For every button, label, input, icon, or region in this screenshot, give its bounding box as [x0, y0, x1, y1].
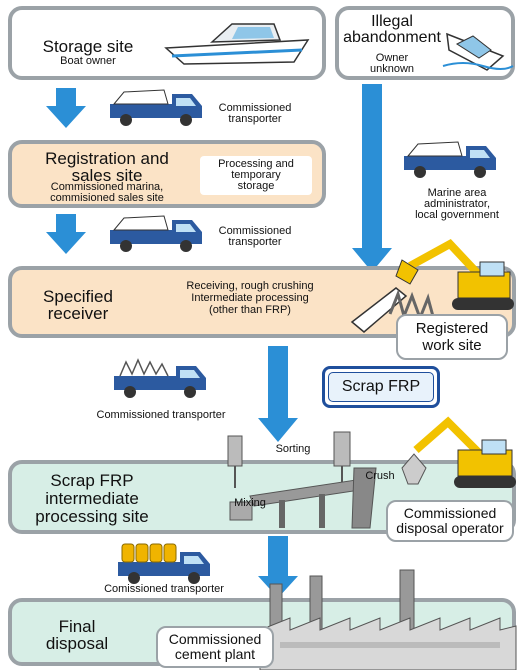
receiver-title: Specified receiver	[43, 287, 113, 323]
excavator-icon-2	[401, 416, 516, 488]
abandoned-boat-icon	[442, 32, 514, 71]
boat-icon	[164, 23, 310, 65]
intermediate-title: Scrap FRP intermediate processing site	[35, 471, 149, 526]
processing-storage-note: Processing and temporary storage	[200, 156, 312, 195]
transporter-label-2: Commissioned transporter	[218, 225, 292, 248]
registration-sales-box: Registration and sales site Commissioned…	[8, 140, 326, 208]
truck-icon-2	[110, 215, 202, 252]
storage-site-title: Storage site	[42, 37, 134, 56]
scrap-frp-label: Scrap FRP	[328, 372, 434, 402]
flow-arrow-3	[258, 346, 298, 442]
processing-machinery-icon	[227, 431, 377, 529]
cement-plant-icon	[259, 569, 517, 670]
registration-title: Registration and sales site	[45, 149, 169, 185]
flow-arrow-4	[258, 536, 298, 598]
truck-icon-4	[118, 543, 210, 584]
admin-label: Marine area administrator, local governm…	[415, 187, 499, 221]
excavator-icon-1	[350, 238, 514, 333]
illegal-abandonment-subtitle: Owner unknown	[369, 52, 415, 75]
registered-work-site-badge: Registered work site	[396, 314, 508, 360]
transporter-label-1: Commissioned transporter	[218, 102, 292, 125]
illegal-abandonment-box: Illegal abandonment Owner unknown	[335, 6, 515, 80]
final-disposal-title: Final disposal	[45, 617, 109, 653]
storage-site-subtitle: Boat owner	[60, 55, 116, 67]
cement-plant-badge: Commissioned cement plant	[156, 626, 274, 668]
mixing-label: Mixing	[234, 497, 266, 509]
registration-subtitle: Commissioned marina, commisioned sales s…	[50, 181, 164, 204]
receiver-note: Receiving, rough crushing Intermediate p…	[186, 280, 314, 316]
specified-receiver-box: Specified receiver Receiving, rough crus…	[8, 266, 516, 338]
flow-arrow-1	[46, 88, 86, 128]
flow-arrow-2	[46, 214, 86, 254]
storage-site-box: Storage site Boat owner	[8, 6, 326, 80]
truck-icon-3	[114, 358, 206, 398]
scrap-frp-badge: Scrap FRP	[322, 366, 440, 408]
illegal-abandonment-title: Illegal abandonment	[343, 13, 441, 46]
sorting-label: Sorting	[275, 443, 311, 455]
flow-arrow-illegal	[352, 84, 392, 272]
commissioned-disposal-badge: Commissioned disposal operator	[386, 500, 514, 542]
truck-icon-admin	[404, 141, 496, 178]
transporter-label-4: Comissioned transporter	[104, 583, 224, 595]
crush-label: Crush	[365, 470, 395, 482]
truck-icon-1	[110, 89, 202, 126]
transporter-label-3: Commissioned transporter	[96, 409, 226, 421]
